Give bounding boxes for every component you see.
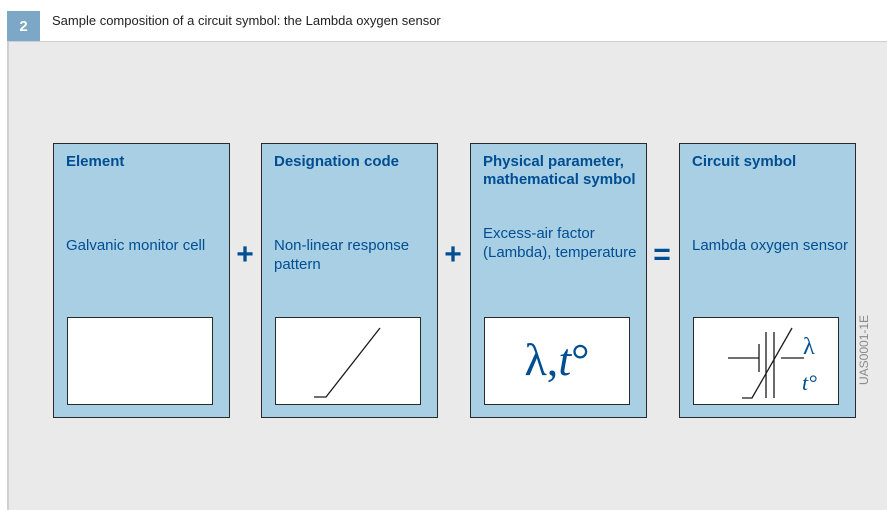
element-box: Element Galvanic monitor cell: [53, 143, 230, 418]
physical-parameter-box: Physical parameter, mathematical symbol …: [470, 143, 647, 418]
nonlinear-curve-icon: [314, 327, 381, 398]
t-degree-glyph: t°: [802, 370, 817, 395]
designation-code-box-description: Non-linear response pattern: [274, 237, 410, 273]
lambda-glyph: λ: [803, 334, 815, 360]
lambda-t-symbol: λ,t°: [524, 334, 590, 385]
element-symbol-panel: [67, 317, 213, 405]
designation-symbol-panel: [275, 317, 421, 405]
designation-code-box: Designation code Non-linear response pat…: [261, 143, 438, 418]
figure-header: [7, 5, 887, 42]
equals-operator: =: [653, 238, 671, 271]
element-box-description: Galvanic monitor cell: [66, 237, 206, 254]
circuit-symbol-box: Circuit symbol Lambda oxygen sensor λ t°: [679, 143, 856, 418]
plus-operator-2: +: [444, 238, 462, 271]
lambda-sensor-icon: [728, 327, 804, 399]
circuit-symbol-panel: λ t°: [693, 317, 839, 405]
physical-parameter-symbol-panel: λ,t°: [484, 317, 630, 405]
physical-parameter-box-description: Excess-air factor (Lambda), temperature: [483, 225, 637, 261]
circuit-symbol-box-title: Circuit symbol: [692, 153, 797, 170]
plus-operator: +: [236, 238, 254, 271]
figure-caption: Sample composition of a circuit symbol: …: [52, 13, 441, 28]
figure-code: UAS0001-1E: [857, 314, 871, 385]
circuit-symbol-box-description: Lambda oxygen sensor: [692, 237, 848, 254]
element-box-title: Element: [66, 153, 125, 170]
designation-code-box-title: Designation code: [274, 153, 400, 170]
figure-number: 2: [7, 11, 40, 41]
physical-parameter-box-title: Physical parameter, mathematical symbol: [483, 153, 636, 188]
